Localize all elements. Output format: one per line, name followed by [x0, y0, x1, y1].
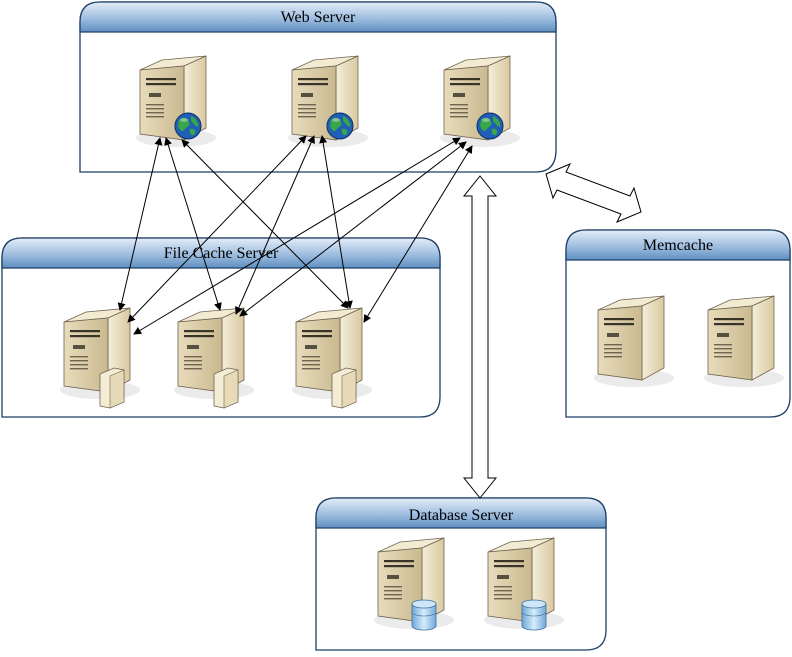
file-server-icon	[59, 307, 141, 409]
web-server-group: Web Server	[79, 1, 557, 173]
web-server-icon	[287, 55, 369, 148]
database-server-group: Database Server	[315, 497, 607, 651]
connection-line	[363, 145, 473, 323]
database-server-icon	[483, 537, 565, 631]
server-icon	[703, 295, 785, 388]
memcache-title: Memcache	[643, 237, 713, 254]
memcache-group: Memcache	[565, 229, 791, 418]
web-server-icon	[439, 55, 521, 148]
file-server-icon	[173, 307, 255, 409]
database-server-title: Database Server	[409, 507, 514, 524]
web-memcache-block-arrow	[545, 163, 642, 223]
file-cache-server-group: File Cache Server	[1, 237, 441, 418]
file-cache-server-title: File Cache Server	[164, 245, 279, 262]
web-server-title: Web Server	[281, 9, 356, 26]
server-icon	[593, 295, 675, 388]
web-database-block-arrow	[462, 175, 498, 499]
database-server-icon	[373, 537, 455, 631]
web-cache-connections	[117, 135, 473, 335]
file-server-icon	[291, 307, 373, 409]
web-server-icon	[135, 55, 217, 148]
